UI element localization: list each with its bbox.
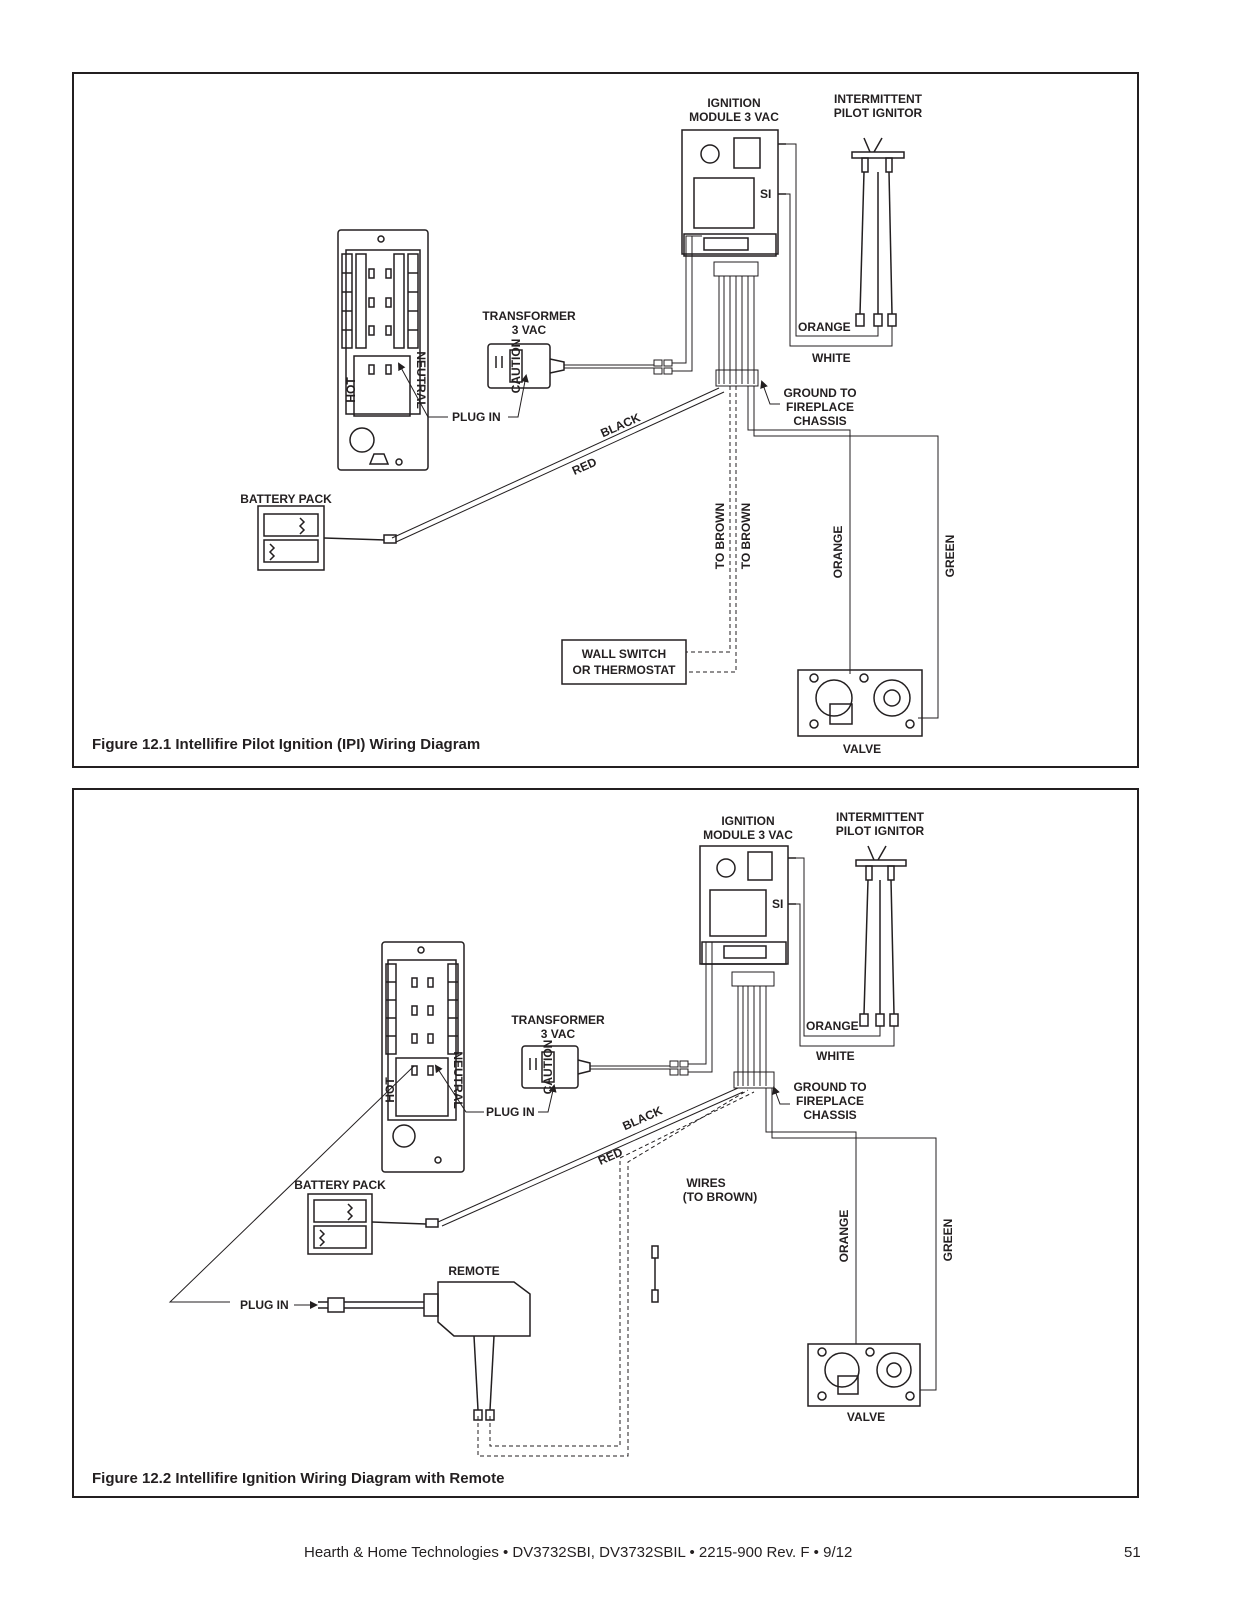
transformer-3vac [487,343,565,389]
hot-label: HOT [344,377,358,403]
ignitor-leads [796,857,895,1047]
figure-12-2-diagram: HOT NEUTRAL PLUG IN TRANSFORMER 3 VAC CA… [168,810,955,1457]
transformer-title-2: 3 VAC [512,323,547,337]
ignition-module-title-2: MODULE 3 VAC [703,828,793,842]
battery-pack [257,505,397,571]
transformer-title-1: TRANSFORMER [511,1013,605,1027]
pilot-ignitor-title-1: INTERMITTENT [836,810,925,824]
transformer-wires [564,235,702,375]
ignition-module [699,845,796,965]
ground-label-3: CHASSIS [803,1108,856,1122]
si-label: SI [760,187,771,201]
junction-box-receptacle [337,229,429,471]
transformer-plug-leader [508,374,529,418]
white-lead-label: WHITE [812,351,851,365]
plug-in-leader [434,1064,484,1113]
orange-vertical-label: ORANGE [837,1210,851,1263]
pilot-ignitor-title-1: INTERMITTENT [834,92,923,106]
orange-lead-label: ORANGE [806,1019,859,1033]
wires-label-2: (TO BROWN) [683,1190,757,1204]
ground-label-3: CHASSIS [793,414,846,428]
remote-plug-leader [168,1065,415,1303]
plug-in-label: PLUG IN [486,1105,535,1119]
valve-wires [765,1088,937,1391]
transformer-3vac [521,1045,591,1089]
si-label: SI [772,897,783,911]
footer-text: Hearth & Home Technologies • DV3732SBI, … [304,1544,853,1561]
figure-12-2-caption: Figure 12.2 Intellifire Ignition Wiring … [92,1470,505,1487]
ignitor-leads [786,143,893,347]
gas-valve [807,1343,921,1407]
ignition-module-title-1: IGNITION [721,814,774,828]
intermittent-pilot-ignitor [851,137,905,327]
junction-box-receptacle [381,941,465,1173]
remote-title: REMOTE [448,1264,499,1278]
remote-plug-in-label: PLUG IN [240,1298,289,1312]
figure-12-1-panel: HOT NEUTRAL PLUG IN TRANSFORMER 3 VAC CA… [72,72,1139,768]
valve-label: VALVE [847,1410,885,1424]
red-wire-label: RED [596,1145,625,1168]
white-lead-label: WHITE [816,1049,855,1063]
pilot-ignitor-title-2: PILOT IGNITOR [836,824,925,838]
plug-in-leader [398,362,448,418]
intermittent-pilot-ignitor [855,845,907,1027]
ignition-module-title-2: MODULE 3 VAC [689,110,779,124]
ground-leader [772,1086,790,1105]
figure-12-1-caption: Figure 12.1 Intellifire Pilot Ignition (… [92,736,481,753]
orange-lead-label: ORANGE [798,320,851,334]
green-vertical-label: GREEN [943,535,957,578]
pilot-ignitor-title-2: PILOT IGNITOR [834,106,923,120]
to-brown-label-2: TO BROWN [739,503,753,569]
wall-switch-label-2: OR THERMOSTAT [573,663,677,677]
ignition-module [681,129,786,257]
to-brown-label-1: TO BROWN [713,503,727,569]
black-wire-label: BLACK [598,410,642,440]
ground-label-2: FIREPLACE [786,400,854,414]
valve-label: VALVE [843,742,881,756]
gas-valve [797,669,923,737]
battery-pack-title: BATTERY PACK [294,1178,386,1192]
green-vertical-label: GREEN [941,1219,955,1262]
caution-label: CAUTION [509,339,523,394]
wall-switch-thermostat: WALL SWITCH OR THERMOSTAT [561,639,687,685]
remote-wires [477,1089,755,1457]
black-wire-label: BLACK [620,1103,664,1133]
inline-connector [651,1245,659,1303]
ground-label-1: GROUND TO [783,386,856,400]
module-wire-harness [713,261,759,387]
red-wire-label: RED [570,455,599,478]
ignition-module-title-1: IGNITION [707,96,760,110]
wall-switch-wires [686,386,737,673]
battery-wires [437,1087,744,1227]
remote-receiver [318,1281,531,1421]
transformer-plug-leader [538,1084,557,1113]
plug-in-label: PLUG IN [452,410,501,424]
module-wire-harness [731,971,775,1089]
figure-12-1-diagram: HOT NEUTRAL PLUG IN TRANSFORMER 3 VAC CA… [240,92,957,756]
battery-pack [307,1193,439,1255]
figure-12-2-panel: HOT NEUTRAL PLUG IN TRANSFORMER 3 VAC CA… [72,788,1139,1498]
caution-label: CAUTION [541,1040,555,1095]
ground-leader [760,380,780,405]
orange-vertical-label: ORANGE [831,526,845,579]
transformer-title-2: 3 VAC [541,1027,576,1041]
battery-pack-title: BATTERY PACK [240,492,332,506]
wall-switch-label-1: WALL SWITCH [582,647,666,661]
battery-wires [391,387,725,543]
ground-label-1: GROUND TO [793,1080,866,1094]
page-number: 51 [1124,1544,1141,1561]
valve-wires [747,386,939,719]
neutral-label: NEUTRAL [414,351,428,408]
ground-label-2: FIREPLACE [796,1094,864,1108]
transformer-title-1: TRANSFORMER [482,309,576,323]
wires-label-1: WIRES [686,1176,725,1190]
